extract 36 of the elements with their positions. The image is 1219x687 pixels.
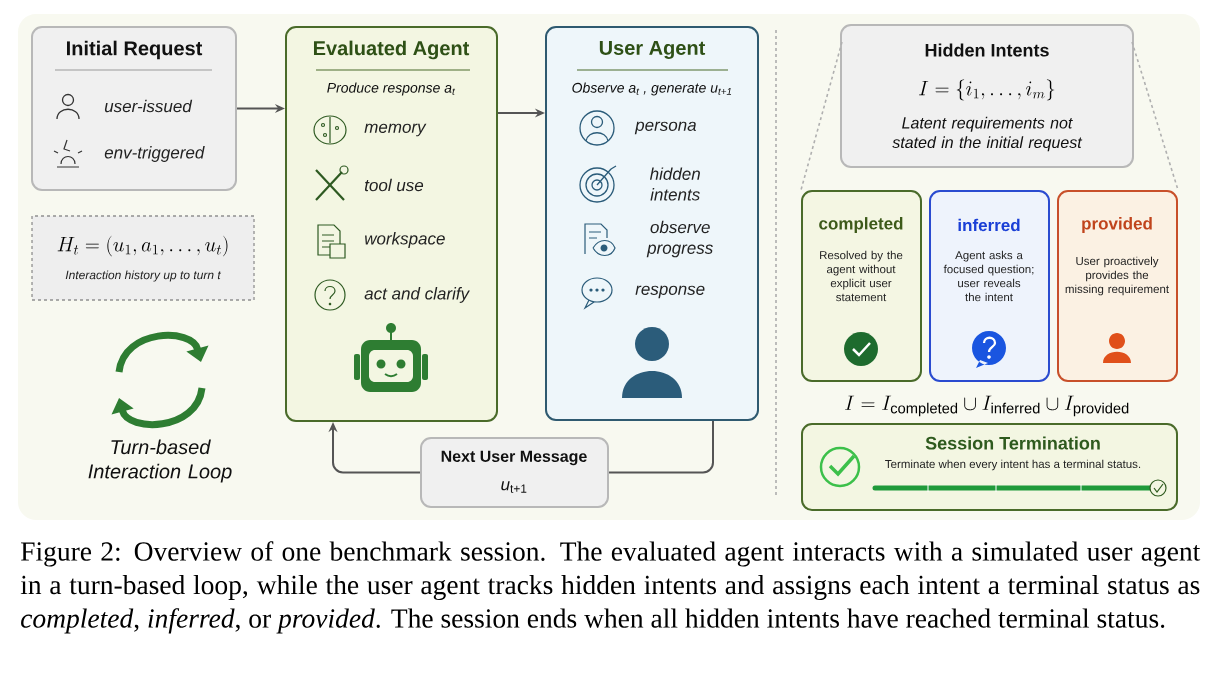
caption: Figure 2: Overview of one benchmark session. The evaluated agent interacts with a simulated user agent in a turn-based loop, while the user agent tracks hidden intents and assigns each intent a terminal status as completed, inferred, or provided. The session ends when all hidden intents have reached terminal status. <box>20 541 1201 634</box>
heading: Session Termination <box>925 436 1100 450</box>
status-title: completed <box>819 217 903 233</box>
item-text: act and clarify <box>364 287 470 303</box>
item-text: user-issued <box>104 99 193 113</box>
item-text: hidden intents <box>649 167 700 201</box>
note-text: Terminate when every intent has a terminal status. <box>885 459 1141 471</box>
status-text: User proactively provides the missing requirement <box>1065 256 1169 296</box>
subheading: Observe a$_{t}$ , generate u$_{t+1}$ <box>572 82 732 96</box>
formula: $H_t = (u_1, a_1, \ldots, u_t)$ <box>57 235 228 257</box>
item-text: observe progress <box>646 220 713 258</box>
loop-caption: Turn-based Interaction Loop <box>88 439 232 483</box>
heading: Initial Request <box>67 40 203 60</box>
item-text: memory <box>364 123 427 137</box>
item-text: persona <box>634 121 697 135</box>
status-title: provided <box>1082 217 1152 233</box>
item-text: env-triggered <box>104 146 205 162</box>
heading: User Agent <box>599 41 706 59</box>
item-text: response <box>635 285 705 299</box>
connector-line <box>608 420 714 474</box>
status-text: Resolved by the agent without explicit user statement <box>820 250 903 302</box>
note-text: Interaction history up to turn t <box>65 270 222 282</box>
status-title: inferred <box>958 218 1020 232</box>
item-text: tool use <box>365 178 424 192</box>
heading: Hidden Intents <box>925 43 1049 57</box>
connector-line <box>800 41 843 191</box>
note-text: Latent requirements not stated in the initial request <box>892 116 1083 152</box>
status-text: Agent asks a focused question; user reveals the intent <box>943 250 1034 302</box>
item-text: workspace <box>365 232 445 248</box>
subheading: Produce response a$_{t}$ <box>327 82 456 96</box>
heading: Next User Message <box>441 450 587 466</box>
connector-line <box>1131 41 1179 191</box>
formula: u$_{t+1}$ <box>501 481 527 493</box>
formula: $I = \{i_1, \ldots, i_m\}$ <box>919 79 1055 101</box>
heading: Evaluated Agent <box>314 40 470 60</box>
formula: $I = I_{\mathrm{completed}} \cup I_{\mathrm{inferred}} \cup I_{\mathrm{provided}}$ <box>845 395 1129 417</box>
